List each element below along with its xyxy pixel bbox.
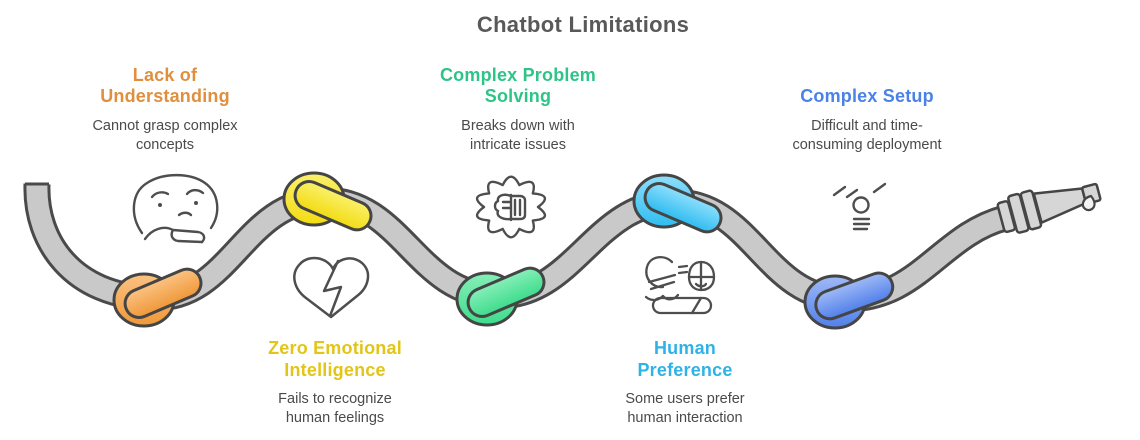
face-grid-toggle-icon	[644, 256, 716, 315]
limitation-lack-of-understanding: Lack of Understanding Cannot grasp compl…	[35, 64, 295, 155]
limitation-heading: Complex Setup	[800, 86, 934, 107]
limitation-zero-emotional-intelligence: Zero Emotional Intelligence Fails to rec…	[205, 338, 465, 428]
limitation-description: Fails to recognize human feelings	[278, 391, 392, 427]
knot-cyan	[632, 173, 723, 234]
thinking-face-icon	[132, 173, 219, 244]
limitation-complex-setup: Complex Setup Difficult and time- consum…	[737, 64, 997, 155]
limitation-human-preference: Human Preference Some users prefer human…	[555, 338, 815, 428]
limitation-complex-problem-solving: Complex Problem Solving Breaks down with…	[388, 64, 648, 155]
spark-icon	[832, 182, 887, 231]
knot-orange	[112, 267, 203, 328]
knot-green	[455, 266, 546, 327]
gear-brain-icon	[477, 177, 545, 238]
knot-yellow	[282, 171, 373, 232]
water-droplet-icon	[1081, 194, 1096, 212]
limitation-description: Some users prefer human interaction	[625, 391, 745, 427]
limitation-description: Difficult and time- consuming deployment	[792, 118, 942, 154]
limitation-heading: Lack of Understanding	[100, 64, 230, 107]
limitation-heading: Zero Emotional Intelligence	[268, 338, 402, 380]
knot-blue	[803, 271, 895, 330]
limitation-heading: Human Preference	[637, 338, 733, 380]
page-title: Chatbot Limitations	[476, 12, 690, 37]
limitation-description: Cannot grasp complex concepts	[92, 118, 238, 154]
limitation-heading: Complex Problem Solving	[439, 64, 597, 107]
broken-heart-icon	[293, 256, 370, 319]
limitation-description: Breaks down with intricate issues	[461, 118, 575, 154]
